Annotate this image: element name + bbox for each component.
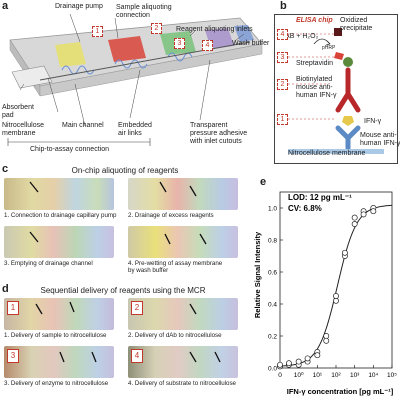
label-wash-buffer: Wash buffer	[232, 40, 270, 47]
dose-response-chart: 0.0 0.2 0.4 0.6 0.8 1.0 0 10⁰ 10¹ 10² 10³ 10⁴ 10⁵ Re…	[253, 191, 397, 396]
chart-data-point	[333, 293, 339, 299]
label-biotinylated: Biotinylated mouse anti- human IFN-γ	[296, 76, 337, 99]
label-hrp: pHRP	[322, 45, 336, 51]
marker-d-1: 1	[7, 301, 19, 315]
panel-d-arrows	[35, 301, 221, 363]
label-chip-to-assay: Chip-to-assay connection	[30, 146, 109, 153]
chart-x-axis-label: IFN-γ concentration [pg mL⁻¹]	[287, 387, 394, 396]
chart-data-point	[304, 355, 311, 362]
chart-data-point	[351, 214, 358, 221]
chart-data-point	[323, 337, 330, 344]
label-nc-membrane: Nitrocellulose membrane	[288, 150, 366, 157]
photo-d1	[4, 298, 114, 330]
chart-cv-annotation: CV: 6.8%	[288, 204, 322, 213]
photo-d2	[128, 298, 238, 330]
elisa-illustration	[288, 28, 384, 154]
label-oxidized: Oxidized precipitate	[340, 17, 373, 32]
chart-data-point	[285, 360, 292, 367]
photo-c4	[128, 226, 238, 258]
marker-a-2: 2	[151, 23, 162, 34]
label-mouse-anti: Mouse anti- human IFN-γ	[360, 132, 400, 147]
label-main-channel: Main channel	[62, 122, 104, 129]
caption-d1: 1. Delivery of sample to nitrocellulose	[4, 332, 107, 339]
label-sample-aliquoting: Sample aliquoting connection	[116, 4, 172, 19]
chart-x-tick-label: 10³	[350, 372, 360, 379]
marker-a-3: 3	[174, 38, 185, 49]
panel-d-title: Sequential delivery of reagents using th…	[40, 286, 206, 295]
panel-d-letter: d	[2, 283, 9, 295]
marker-d-4: 4	[131, 349, 143, 363]
label-drainage-pump: Drainage pump	[55, 3, 103, 10]
chart-fit-curve	[279, 204, 393, 367]
label-reagent-inlets: Reagent aliquoting inlets	[176, 26, 253, 33]
chart-x-tick-label: 10⁰	[294, 371, 304, 379]
chart-x-tick-label: 10²	[331, 372, 341, 379]
label-dab: DAB + H₂O₂	[280, 33, 319, 40]
chart-plot-frame	[279, 191, 393, 369]
panel-a-chip-illustration	[7, 13, 263, 146]
panel-c-letter: c	[2, 163, 9, 175]
chart-y-tick-label: 0.0	[268, 366, 277, 373]
label-embedded-air-links: Embedded air links	[118, 122, 152, 137]
panel-c-title: On-chip aliquoting of reagents	[71, 166, 179, 175]
chart-y-tick-label: 0.8	[268, 238, 277, 245]
chart-y-tick-label: 1.0	[268, 206, 277, 213]
chart-y-tick-label: 0.2	[268, 334, 277, 341]
caption-c3: 3. Emptying of drainage channel	[4, 260, 93, 267]
marker-d-2: 2	[131, 301, 143, 315]
marker-b-3: 3	[277, 52, 288, 63]
marker-d-3: 3	[7, 349, 19, 363]
photo-c2	[128, 178, 238, 210]
label-ifn: IFN-γ	[364, 118, 382, 125]
label-transparent-adhesive: Transparent pressure adhesive with inlet…	[190, 122, 248, 145]
caption-d4: 4. Delivery of substrate to nitrocellulo…	[128, 380, 236, 387]
elisa-chip-box	[274, 14, 398, 164]
chart-x-tick-label: 10⁵	[387, 372, 397, 379]
chart-data-point	[277, 361, 283, 368]
chart-data-point	[351, 221, 358, 227]
elisa-chip-title: ELISA chip	[296, 17, 333, 24]
label-absorbent-pad: Absorbent pad	[2, 104, 34, 119]
chart-data-point	[295, 358, 302, 365]
panel-a-letter: a	[2, 0, 9, 12]
panel-e-letter: e	[260, 176, 267, 188]
chart-y-axis-label: Relative Signal Intensity	[253, 231, 262, 318]
label-nitrocellulose: Nitrocellulose membrane	[2, 122, 45, 137]
chart-x-tick-label: 0	[278, 372, 282, 379]
marker-a-1: 1	[92, 26, 103, 37]
caption-d3: 3. Delivery of enzyme to nitrocellulose	[4, 380, 109, 387]
photo-c3	[4, 226, 114, 258]
caption-d2: 2. Delivery of dAb to nitrocellulose	[128, 332, 222, 339]
chart-data-point	[341, 249, 348, 256]
caption-c2: 2. Drainage of excess reagents	[128, 212, 214, 219]
chart-data-point	[314, 352, 321, 359]
marker-b-4: 4	[277, 29, 288, 40]
panel-c-arrows	[29, 181, 207, 245]
chart-data-point	[323, 333, 330, 339]
chart-data-point	[333, 297, 339, 304]
panel-b-letter: b	[280, 0, 287, 12]
marker-a-4: 4	[202, 40, 213, 51]
chart-y-tick-label: 0.6	[268, 270, 277, 277]
marker-b-2: 2	[277, 79, 288, 90]
marker-b-1: 1	[277, 114, 288, 125]
chart-x-tick-label: 10⁴	[368, 372, 378, 379]
caption-c4: 4. Pre-wetting of assay membrane by wash…	[128, 260, 223, 274]
chart-x-tick-label: 10¹	[313, 372, 323, 379]
chart-data-point	[370, 208, 377, 215]
photo-c1	[4, 178, 114, 210]
chart-data-point	[360, 211, 367, 218]
label-streptavidin: Streptavidin	[296, 60, 333, 67]
chart-lod-annotation: LOD: 12 pg mL⁻¹	[288, 193, 352, 202]
chart-y-tick-label: 0.4	[268, 302, 277, 309]
caption-c1: 1. Connection to drainage capillary pump	[4, 212, 117, 219]
